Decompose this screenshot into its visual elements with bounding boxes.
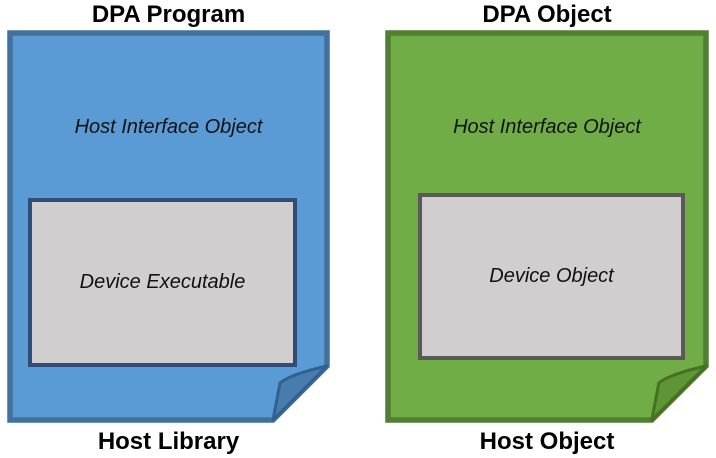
device-executable-label: Device Executable [79, 271, 246, 293]
device-object-label: Device Object [489, 265, 614, 287]
host-object-title: Host Object [479, 428, 615, 455]
host-interface-object-label-right: Host Interface Object [453, 116, 641, 138]
dpa-object-page: Host Interface Object Device Object [385, 30, 709, 423]
folded-corner-flap-blue [271, 364, 329, 422]
folded-corner-flap-green [650, 364, 708, 422]
dpa-object-title: DPA Object [482, 1, 612, 28]
device-object-box: Device Object [418, 193, 685, 360]
dpa-program-title: DPA Program [91, 1, 246, 28]
host-interface-object-label-left: Host Interface Object [74, 116, 263, 138]
device-executable-box: Device Executable [28, 198, 297, 367]
host-library-title: Host Library [97, 428, 240, 455]
dpa-program-page: Host Interface Object Device Executable [7, 30, 330, 423]
